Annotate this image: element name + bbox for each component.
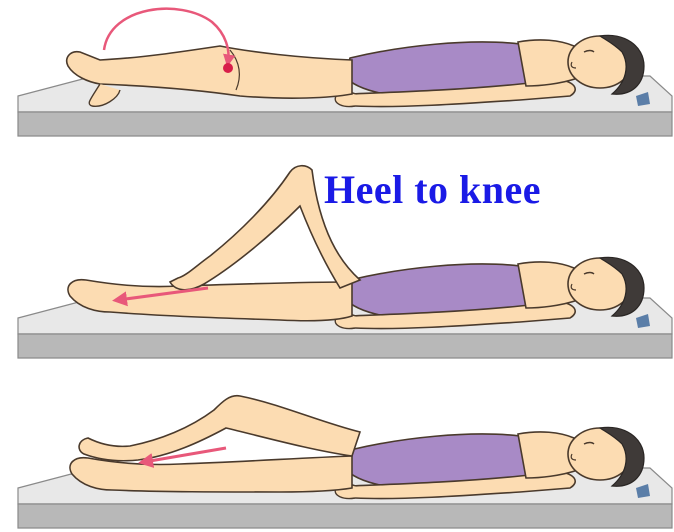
caption-heel-to-knee: Heel to knee <box>324 166 541 214</box>
straight-leg <box>70 456 352 492</box>
bent-leg <box>79 396 360 461</box>
panel-start <box>18 9 672 136</box>
knee-target-dot <box>223 63 233 73</box>
panel-end <box>18 396 672 528</box>
